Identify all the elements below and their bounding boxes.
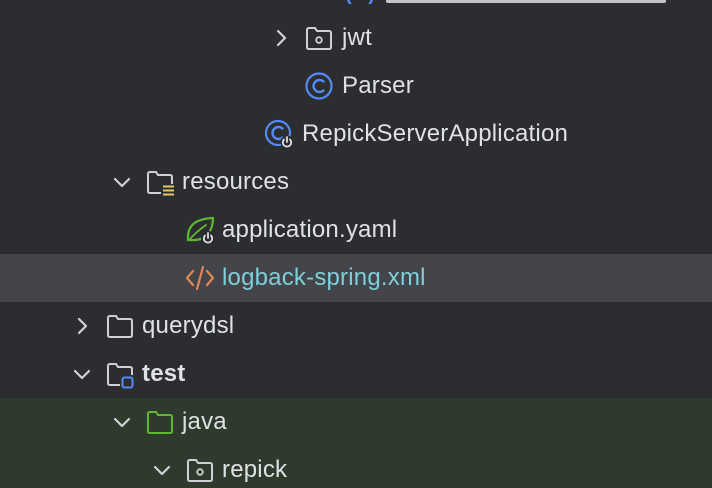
chevron-down-icon[interactable] — [70, 362, 94, 386]
tree-row-test[interactable]: test — [0, 350, 712, 398]
tree-row-label: resources — [182, 168, 290, 195]
tree-row-repick[interactable]: repick — [0, 446, 712, 488]
tree-row-jwt[interactable]: jwt — [0, 14, 712, 62]
tree-row-label: Parser — [342, 72, 414, 99]
module-folder-icon — [104, 358, 136, 390]
package-icon — [184, 454, 216, 486]
tree-row-label: test — [142, 360, 186, 387]
folder-icon — [104, 310, 136, 342]
tree-row-label: repick — [222, 456, 288, 483]
tree-row-application-yaml[interactable]: application.yaml — [0, 206, 712, 254]
package-icon — [303, 22, 335, 54]
spring-boot-class-icon — [263, 118, 295, 150]
cut-off-row-top — [346, 0, 676, 4]
chevron-down-icon[interactable] — [150, 458, 174, 482]
tree-row-label: RepickServerApplication — [302, 120, 569, 147]
xml-file-icon — [184, 262, 216, 294]
chevron-right-icon[interactable] — [70, 314, 94, 338]
tree-row-parser[interactable]: Parser — [0, 62, 712, 110]
tree-row-label: jwt — [342, 24, 372, 51]
chevron-down-icon[interactable] — [110, 170, 134, 194]
spring-config-icon — [184, 214, 216, 246]
tree-row-label: querydsl — [142, 312, 235, 339]
tree-row-repick-server-application[interactable]: RepickServerApplication — [0, 110, 712, 158]
resources-folder-icon — [144, 166, 176, 198]
tree-row-label: logback-spring.xml — [222, 264, 426, 291]
tree-row-label: application.yaml — [222, 216, 398, 243]
tree-row-querydsl[interactable]: querydsl — [0, 302, 712, 350]
tree-row-resources[interactable]: resources — [0, 158, 712, 206]
class-icon — [303, 70, 335, 102]
test-source-folder-icon — [144, 406, 176, 438]
tree-row-java[interactable]: java — [0, 398, 712, 446]
chevron-right-icon[interactable] — [269, 26, 293, 50]
tree-row-label: java — [182, 408, 227, 435]
tree-row-logback-spring-xml[interactable]: logback-spring.xml — [0, 254, 712, 302]
chevron-down-icon[interactable] — [110, 410, 134, 434]
